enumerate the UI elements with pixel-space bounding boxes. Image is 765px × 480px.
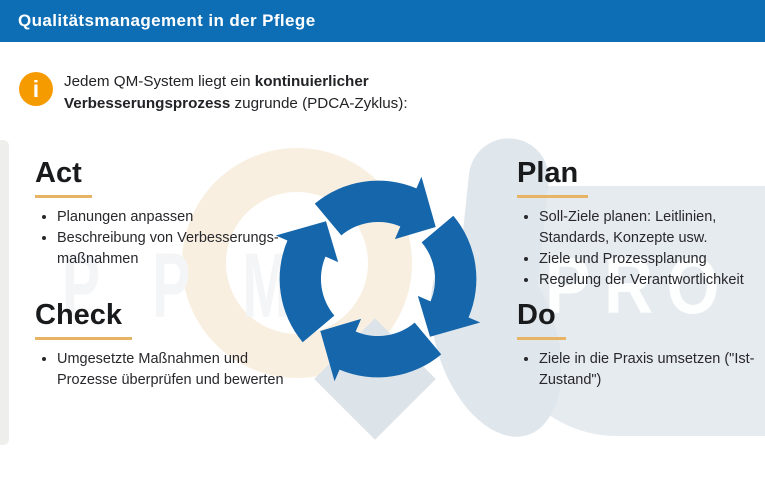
quadrant-do-title: Do bbox=[517, 300, 566, 340]
quadrant-act-title: Act bbox=[35, 158, 92, 198]
title-bar: Qualitätsmanagement in der Pflege bbox=[0, 0, 765, 42]
watermark-text-pro: PRO bbox=[545, 241, 734, 330]
bullet-item: Ziele in die Praxis umsetzen ("Ist-Zusta… bbox=[539, 349, 765, 391]
quadrant-check-bullets: Umgesetzte Maßnahmen und Prozesse überpr… bbox=[35, 349, 289, 391]
bullet-item: Soll-Ziele planen: Leitlinien, Standards… bbox=[539, 207, 765, 249]
quadrant-act-bullets: Planungen anpassenBeschreibung von Verbe… bbox=[35, 207, 289, 270]
intro-line1-bold: kontinuierlicher bbox=[254, 73, 369, 90]
left-edge-watermark-shape bbox=[0, 140, 9, 445]
intro-line2-bold: Verbesserungsprozess bbox=[64, 94, 231, 112]
quadrant-do: Do Ziele in die Praxis umsetzen ("Ist-Zu… bbox=[517, 300, 765, 391]
quadrant-do-bullets: Ziele in die Praxis umsetzen ("Ist-Zusta… bbox=[517, 349, 765, 391]
info-icon: i bbox=[19, 72, 53, 106]
intro-line1-regular: Jedem QM-System liegt ein bbox=[64, 73, 255, 90]
page-title: Qualitätsmanagement in der Pflege bbox=[18, 11, 316, 30]
bullet-item: Ziele und Prozessplanung bbox=[539, 249, 765, 270]
info-icon-glyph: i bbox=[32, 75, 40, 102]
pdca-cycle-diagram bbox=[275, 176, 481, 382]
cycle-arrow-top bbox=[314, 176, 436, 240]
cycle-arrow-right bbox=[417, 215, 481, 337]
bullet-item: Beschreibung von Verbesserungs-maßnahmen bbox=[57, 228, 289, 270]
quadrant-check: Check Umgesetzte Maßnahmen und Prozesse … bbox=[35, 300, 284, 391]
intro-line2-regular: zugrunde (PDCA-Zyklus): bbox=[230, 94, 408, 112]
intro-text: Jedem QM-System liegt ein kontinuierlich… bbox=[64, 71, 408, 114]
watermark-text-ppm: PPM bbox=[62, 235, 342, 337]
quadrant-plan-title: Plan bbox=[517, 158, 589, 198]
bullet-item: Planungen anpassen bbox=[57, 207, 289, 228]
bullet-item: Regelung der Verantwortlichkeit bbox=[539, 270, 765, 291]
quadrant-plan: Plan Soll-Ziele planen: Leitlinien, Stan… bbox=[517, 158, 765, 291]
quadrant-act: Act Planungen anpassenBeschreibung von V… bbox=[35, 158, 280, 270]
cycle-arrow-bottom bbox=[320, 318, 442, 382]
bullet-item: Umgesetzte Maßnahmen und Prozesse überpr… bbox=[57, 349, 289, 391]
quadrant-plan-bullets: Soll-Ziele planen: Leitlinien, Standards… bbox=[517, 207, 765, 291]
quadrant-check-title: Check bbox=[35, 300, 133, 340]
